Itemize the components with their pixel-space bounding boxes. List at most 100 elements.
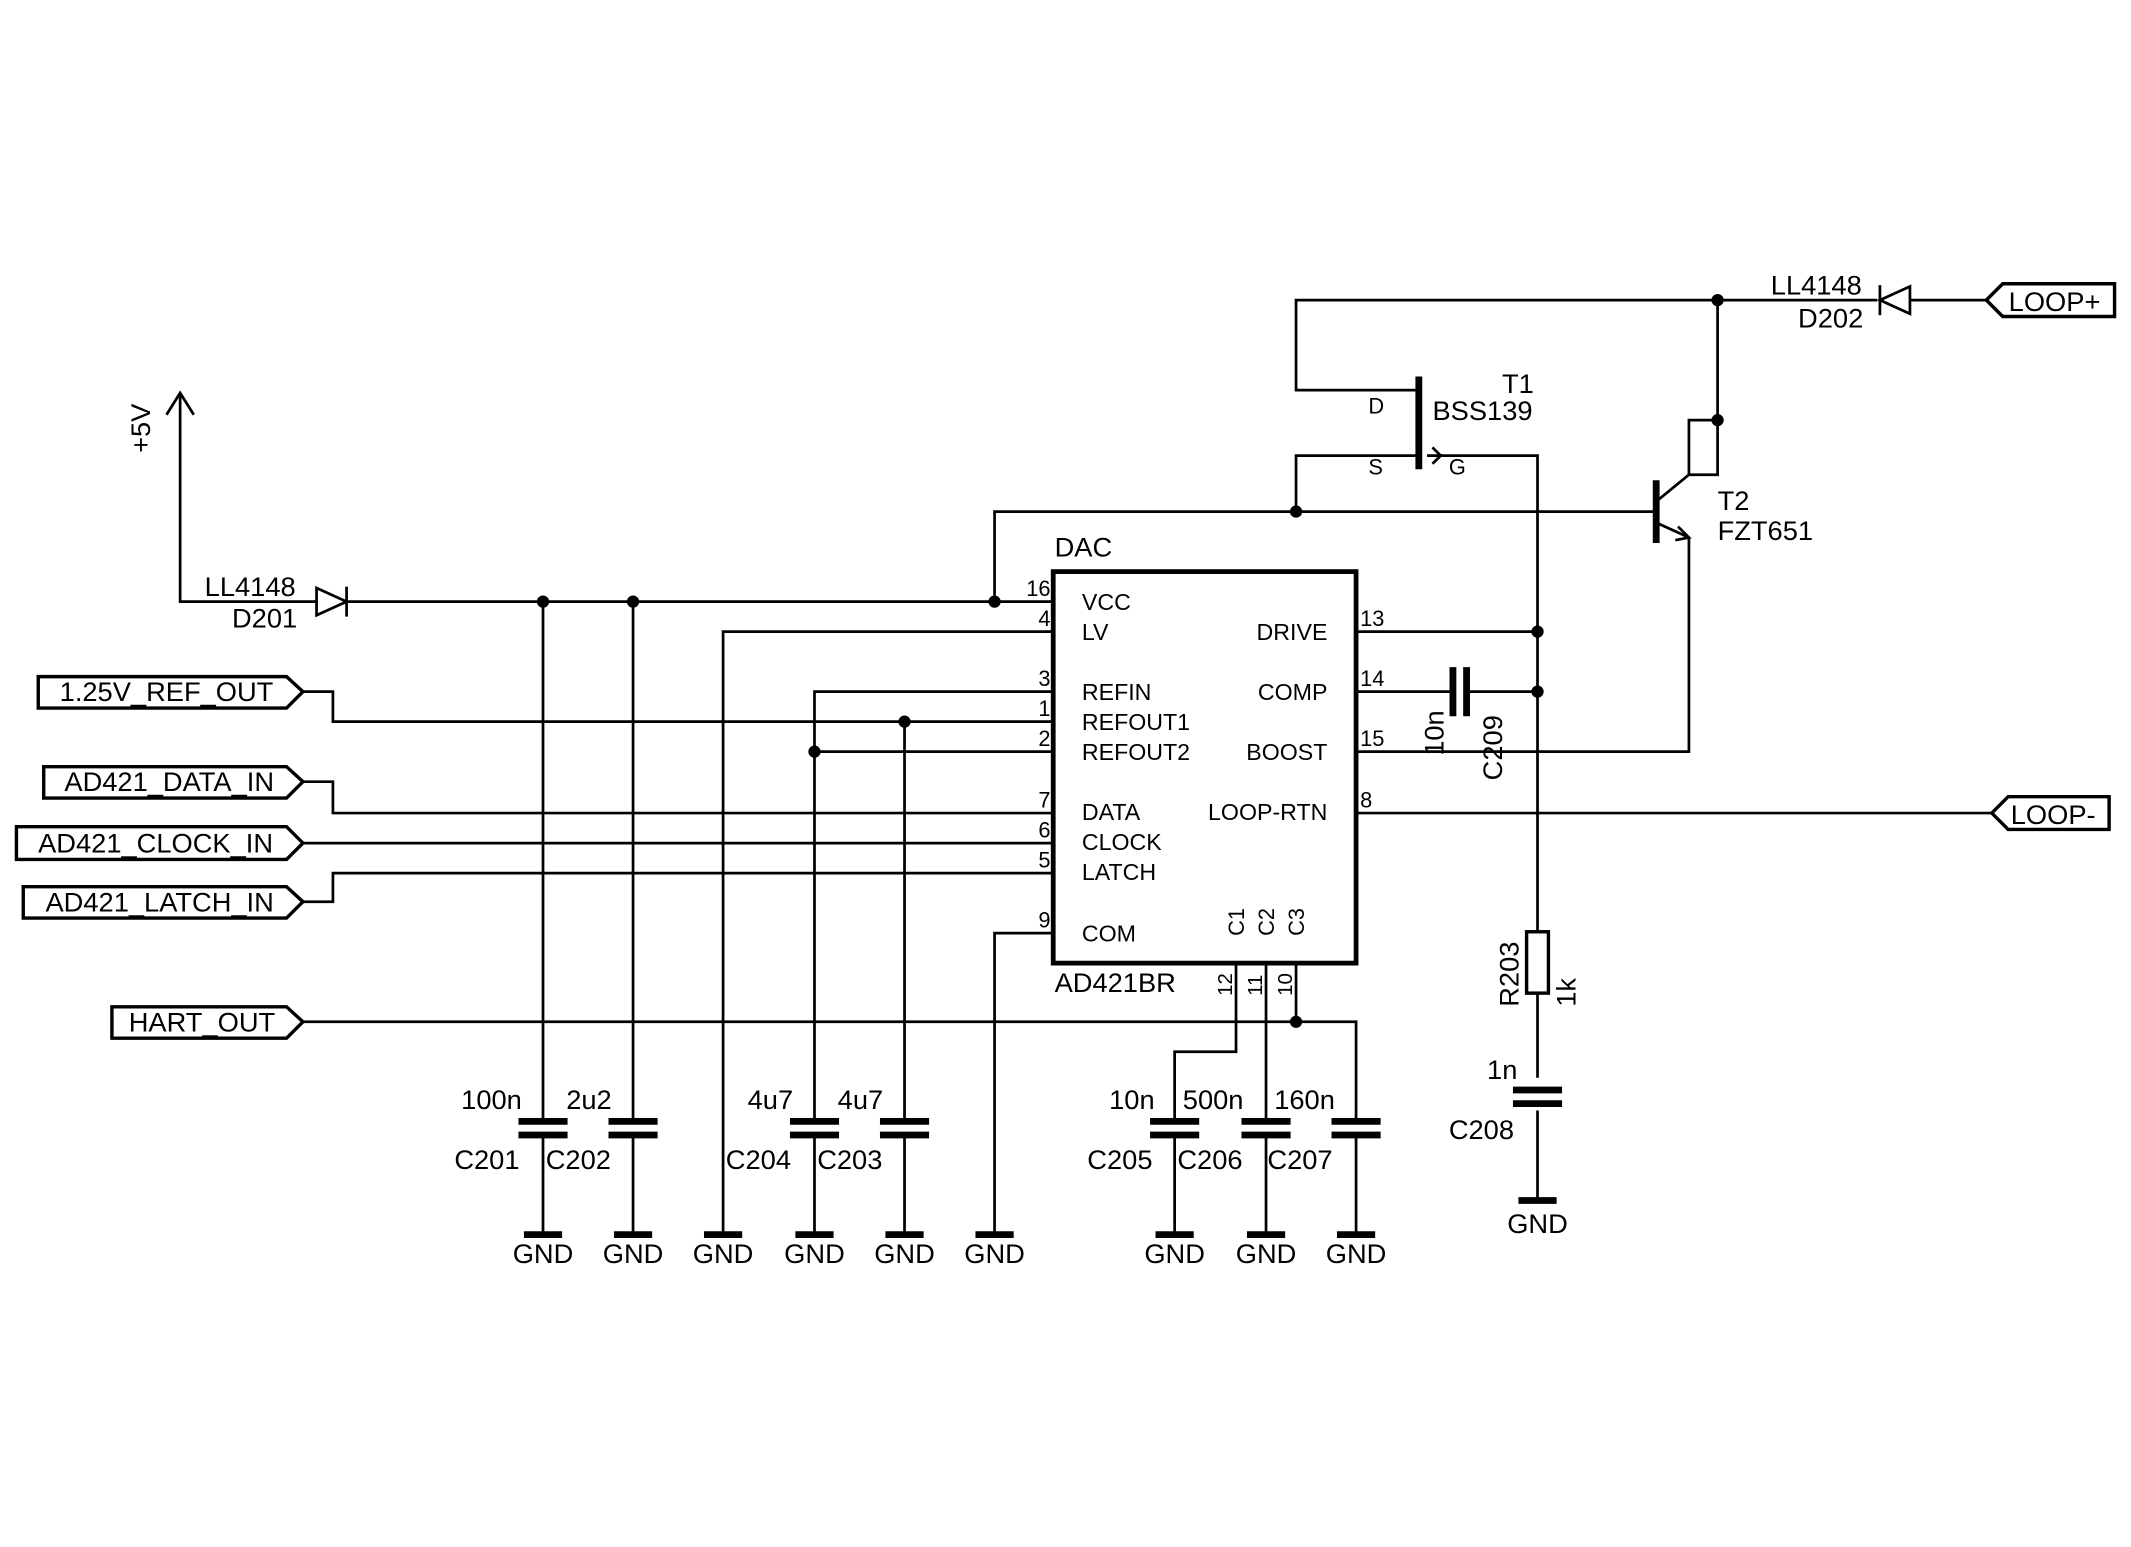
ground-symbols: GND GND GND GND GND GND GND GND GND GND xyxy=(513,1197,1568,1269)
pin-name: VCC xyxy=(1082,589,1131,615)
transistor-t1: T1 BSS139 D S G xyxy=(1368,368,1534,480)
cap-ref: C202 xyxy=(546,1144,611,1175)
port-clock-in: AD421_CLOCK_IN xyxy=(14,824,306,862)
pin-number: 10 xyxy=(1274,973,1297,996)
cap-value: 1n xyxy=(1487,1054,1517,1085)
junction-dot xyxy=(1711,414,1724,427)
gnd-symbol: GND xyxy=(1507,1197,1568,1239)
diode-d202: LL4148 D202 xyxy=(1771,270,1912,333)
pin-name: REFIN xyxy=(1082,679,1152,705)
pin-number: 13 xyxy=(1360,606,1384,631)
t1-value: BSS139 xyxy=(1432,395,1532,426)
pin-name: COMP xyxy=(1258,679,1328,705)
ic-title: DAC xyxy=(1055,532,1113,563)
gnd-symbol: GND xyxy=(964,1231,1025,1269)
capacitor-c209: 10n C209 xyxy=(1418,667,1508,780)
gnd-symbol: GND xyxy=(874,1231,935,1269)
pin-number: 11 xyxy=(1244,975,1267,996)
pin-name: DATA xyxy=(1082,799,1141,825)
capacitor-c202: 2u2 C202 xyxy=(546,1084,658,1175)
port-data-in: AD421_DATA_IN xyxy=(42,764,306,800)
cap-ref: C209 xyxy=(1477,715,1508,780)
pin-number: 6 xyxy=(1038,818,1050,843)
port-loop-plus: LOOP+ xyxy=(1983,282,2117,319)
pin-name: COM xyxy=(1082,920,1136,946)
pin-number: 5 xyxy=(1038,848,1050,873)
junction-dot xyxy=(1711,293,1724,307)
cap-ref: C207 xyxy=(1267,1144,1332,1175)
capacitor-c208: 1n C208 xyxy=(1449,1054,1563,1145)
ic-ad421: DAC AD421BR VCC LV REFIN REFOUT1 REFOUT2… xyxy=(1026,532,1384,998)
port-label: LOOP+ xyxy=(2009,286,2101,317)
gnd-label: GND xyxy=(1144,1238,1205,1269)
gnd-label: GND xyxy=(603,1238,664,1269)
cap-ref: C201 xyxy=(454,1144,519,1175)
pin-name: REFOUT2 xyxy=(1082,739,1190,765)
pin-number: 7 xyxy=(1038,788,1050,813)
junction-dot xyxy=(536,595,550,608)
cap-ref: C205 xyxy=(1087,1144,1152,1175)
port-label: HART_OUT xyxy=(129,1006,276,1037)
junctions xyxy=(536,293,1724,1028)
pin-name: DRIVE xyxy=(1257,619,1328,645)
supply-label: +5V xyxy=(125,403,156,453)
port-label: LOOP- xyxy=(2011,799,2096,830)
junction-dot xyxy=(1531,685,1544,698)
t1-pin-s: S xyxy=(1368,455,1383,480)
gnd-symbol: GND xyxy=(1144,1231,1205,1269)
pin-name: LOOP-RTN xyxy=(1208,799,1327,825)
supply-5v: +5V xyxy=(125,390,195,453)
cap-value: 4u7 xyxy=(748,1084,794,1115)
pin-name: CLOCK xyxy=(1082,829,1162,855)
gnd-symbol: GND xyxy=(1326,1231,1387,1269)
capacitor-c203: 4u7 C203 xyxy=(817,1084,930,1175)
diode-ref: D202 xyxy=(1798,302,1863,333)
port-hart-out: HART_OUT xyxy=(110,1005,306,1040)
capacitor-c206: 500n C206 xyxy=(1177,1084,1291,1175)
diode-value: LL4148 xyxy=(1771,270,1862,301)
junction-dot xyxy=(898,715,911,728)
diode-d201: LL4148 D201 xyxy=(205,571,350,634)
cap-value: 500n xyxy=(1183,1084,1244,1115)
pin-number: 12 xyxy=(1214,973,1237,996)
cap-ref: C203 xyxy=(817,1144,882,1175)
junction-dot xyxy=(1289,505,1303,518)
cap-value: 2u2 xyxy=(566,1084,612,1115)
pin-number: 3 xyxy=(1038,666,1050,691)
pin-number: 4 xyxy=(1038,606,1050,631)
cap-value: 10n xyxy=(1109,1084,1155,1115)
gnd-label: GND xyxy=(1326,1238,1387,1269)
port-ref-out: 1.25V_REF_OUT xyxy=(36,674,306,710)
capacitor-c201: 100n C201 xyxy=(454,1084,568,1175)
pin-number: 1 xyxy=(1038,696,1050,721)
junction-dot xyxy=(1289,1015,1303,1028)
gnd-label: GND xyxy=(1507,1208,1568,1239)
t1-ref: T1 xyxy=(1502,368,1534,399)
pin-number: 14 xyxy=(1360,666,1384,691)
resistor-value: 1k xyxy=(1551,978,1582,1007)
pin-name: LATCH xyxy=(1082,859,1156,885)
cap-value: 160n xyxy=(1274,1084,1335,1115)
junction-dot xyxy=(808,745,821,758)
gnd-symbol: GND xyxy=(603,1231,664,1269)
ic-part: AD421BR xyxy=(1055,967,1176,998)
gnd-label: GND xyxy=(964,1238,1025,1269)
pin-number: 2 xyxy=(1038,726,1050,751)
pin-number: 16 xyxy=(1026,576,1050,601)
port-label: AD421_DATA_IN xyxy=(64,766,274,797)
cap-ref: C208 xyxy=(1449,1114,1514,1145)
gnd-label: GND xyxy=(1236,1238,1297,1269)
diode-ref: D201 xyxy=(232,603,297,634)
capacitor-c204: 4u7 C204 xyxy=(726,1084,840,1175)
diode-value: LL4148 xyxy=(205,571,296,602)
capacitor-c207: 160n C207 xyxy=(1267,1084,1381,1175)
cap-value: 4u7 xyxy=(838,1084,884,1115)
pin-name: BOOST xyxy=(1246,739,1327,765)
pin-name: LV xyxy=(1082,619,1109,645)
resistor-r203: R203 1k xyxy=(1493,930,1582,1007)
t1-pin-g: G xyxy=(1449,455,1466,480)
cap-ref: C204 xyxy=(726,1144,791,1175)
gnd-label: GND xyxy=(874,1238,935,1269)
junction-dot xyxy=(626,595,640,608)
